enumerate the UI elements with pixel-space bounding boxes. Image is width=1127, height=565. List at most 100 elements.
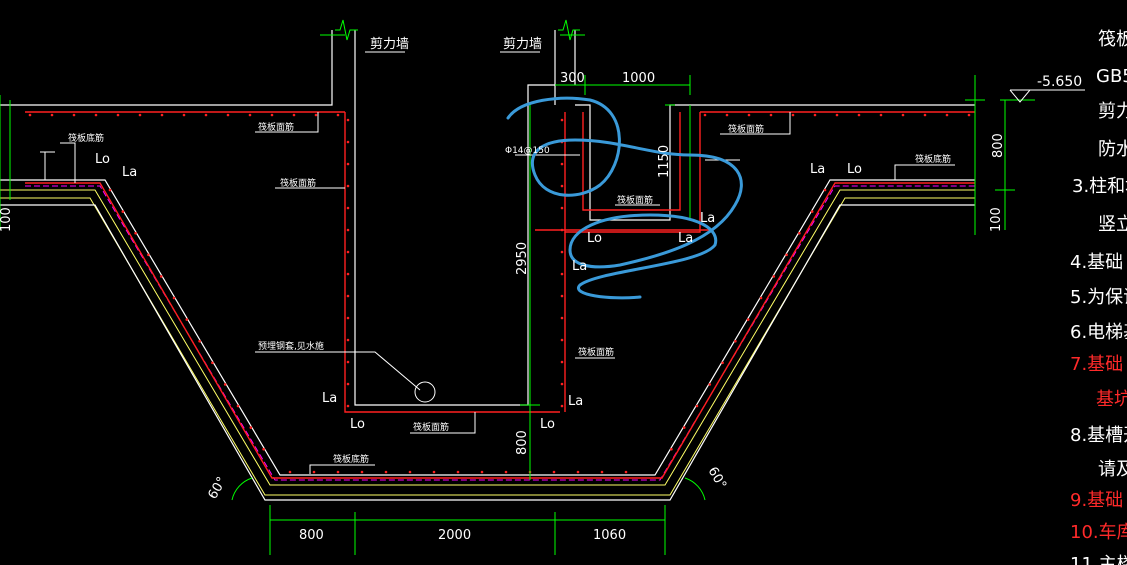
rebar-dot [270,113,274,117]
la-mark-10: La [810,162,825,177]
note-line: 剪力 [1098,101,1127,122]
rebar-dot [560,162,564,166]
rebar-dot [346,162,350,166]
note-line: 4.基础 [1070,252,1123,273]
rebar-dot [288,470,292,474]
rebar-dot [408,470,412,474]
note-line: 基坑 [1096,389,1127,410]
rebar-dot [810,210,814,213]
la-mark-1: Lo [95,152,110,167]
note-line: 8.基槽开 [1070,425,1127,446]
rebar-dot [185,318,189,321]
rebar-dot [560,382,564,386]
notes-column: 筏板GB5剪力防水3.柱和地竖立4.基础5.为保证6.电梯基7.基础基坑8.基槽… [1070,29,1127,565]
rebar-dot [798,231,801,235]
angle-label-left: 60° [205,475,230,502]
raft-bottom-rebar-label-3: 筏板底筋 [915,153,951,165]
raft-top-rebar-label-4: 筏板面筋 [413,421,449,433]
note-line: 7.基础 [1070,354,1123,375]
elevation-symbol [1009,89,1085,103]
rebar-dot [346,140,350,144]
rebar-dot [480,470,484,474]
rebar-dot [108,188,112,192]
freehand-sketch [506,96,743,300]
rebar-dot [721,361,724,365]
note-line: 竖立 [1098,214,1127,235]
la-mark-11: Lo [847,162,862,177]
rebar-dot [262,447,265,451]
raft-bottom-rebar-label-2: 筏板底筋 [333,453,369,465]
rebar-dot [879,113,883,117]
rebar-dot [576,470,580,474]
angle-label-right: 60° [705,465,730,492]
dim-300: 300 [560,71,585,86]
rebar-dot [857,113,861,117]
rebar-dot [560,404,564,408]
note-line: 3.柱和地 [1072,176,1127,197]
note-line: 5.为保证 [1070,287,1127,308]
rebar-dot [182,113,186,117]
cushion-layer [0,189,975,496]
dim-100-right: 100 [989,207,1004,232]
dim-2950: 2950 [515,242,530,275]
embedded-sleeve-circle [414,381,436,403]
rebar-dots [28,113,971,474]
rebar-dot [346,404,350,408]
dim-800-mid: 800 [515,430,530,455]
rebar-dot [159,275,163,278]
rebar-dot [360,470,364,474]
la-mark-5: La [568,394,583,409]
rebar-dot [456,470,460,474]
rebar-dot [759,296,763,300]
dim-1060-bottom: 1060 [593,528,626,543]
rebar-dot [560,272,564,276]
rebar-dot [223,383,227,386]
rebar-dot [346,382,350,386]
rebar-dot [160,113,164,117]
rebar-dot [695,404,699,408]
rebar-dot [94,113,98,117]
rebar-dot [682,426,686,429]
la-mark-12: La [572,259,587,274]
rebar-dot [346,294,350,298]
rebar-dot [703,113,707,117]
rebar-dot [785,253,788,257]
rebar-dot [560,118,564,122]
rebar-dot [138,113,142,117]
dim-800-bottom: 800 [299,528,324,543]
dim-100-left: 100 [0,207,14,232]
rebar-dot [769,113,773,117]
rebar-dot [346,360,350,364]
rebar-dot [336,470,340,474]
rebar-dot [346,228,350,232]
rebar-dot [560,250,564,254]
rebar-dot [346,118,350,122]
rebar-dot [116,113,120,117]
rebar-dot [967,113,971,117]
raft-top-rebar-label-6: 筏板面筋 [617,194,653,206]
raft-top-rebar-label-3: 筏板面筋 [578,346,614,358]
rebar-dot [708,383,712,386]
rebar-lines [25,111,975,479]
rebar-spec-label: Φ14@150 [505,146,550,156]
rebar-dot [772,275,776,278]
rebar-dot [336,113,340,117]
dim-800-right: 800 [991,133,1006,158]
dimension-lines [0,34,1035,555]
rebar-dot [211,361,214,365]
rebar-dot [823,188,827,192]
angle-arcs [231,477,706,501]
rebar-dot [560,184,564,188]
raft-outline [0,30,975,501]
rebar-dot [121,210,125,213]
rebar-dot [346,272,350,276]
note-line: 6.电梯基 [1070,322,1127,343]
rebar-dot [734,339,737,343]
rebar-dot [249,426,253,429]
la-mark-4: Lo [350,417,365,432]
note-line: 请及 [1098,459,1127,480]
rebar-dot [560,316,564,320]
rebar-dot [346,184,350,188]
rebar-dot [725,113,729,117]
